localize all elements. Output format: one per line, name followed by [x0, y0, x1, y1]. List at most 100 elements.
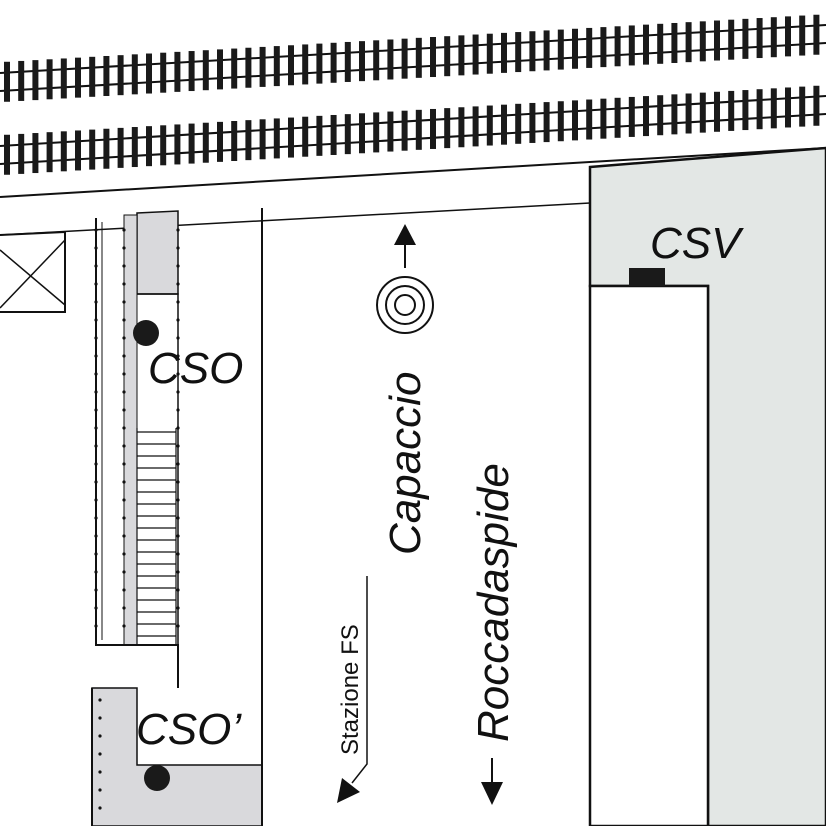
track-sleeper [671, 94, 678, 135]
track-sleeper [614, 97, 621, 138]
track-sleeper [515, 32, 522, 73]
track-sleeper [728, 19, 735, 60]
track-sleeper [486, 33, 493, 74]
track-sleeper [273, 46, 280, 87]
track-sleeper [472, 34, 479, 75]
track-sleeper [444, 36, 451, 77]
track-sleeper [742, 90, 749, 131]
track-sleeper [75, 130, 81, 171]
track-sleeper [302, 44, 309, 85]
track-sleeper [401, 110, 408, 151]
track-sleeper [245, 120, 252, 161]
track-sleeper [259, 119, 266, 160]
track-sleeper [415, 109, 422, 150]
track-sleeper [430, 37, 436, 78]
track-sleeper [671, 22, 678, 63]
staircase [136, 428, 177, 645]
railway-track-upper [0, 14, 826, 102]
track-sleeper [699, 21, 706, 62]
track-sleeper [160, 125, 167, 166]
track-sleeper [46, 59, 53, 100]
track-sleeper [330, 114, 337, 155]
track-sleeper [742, 18, 749, 59]
cso-marker [133, 320, 159, 346]
track-sleeper [131, 54, 138, 95]
track-sleeper [628, 25, 635, 66]
track-sleeper [316, 115, 323, 156]
csv-marker [629, 268, 665, 286]
track-sleeper [174, 124, 181, 165]
track-sleeper [586, 27, 593, 68]
track-sleeper [472, 106, 479, 147]
track-sleeper [756, 89, 763, 130]
track-sleeper [699, 92, 706, 133]
track-sleeper [75, 57, 81, 98]
track-sleeper [202, 122, 209, 163]
csv-building [588, 146, 826, 826]
track-sleeper [146, 53, 152, 94]
track-sleeper [543, 102, 550, 143]
track-sleeper [344, 114, 351, 155]
track-sleeper [501, 104, 507, 145]
track-sleeper [302, 116, 309, 157]
track-sleeper [32, 60, 39, 101]
track-sleeper [89, 56, 96, 97]
stazione-fs-label: Stazione FS [337, 624, 364, 755]
track-sleeper [756, 18, 763, 59]
track-sleeper [288, 117, 294, 158]
capaccio-label: Capaccio [381, 372, 430, 555]
track-sleeper [18, 133, 25, 174]
track-sleeper [614, 26, 621, 67]
csv-label: CSV [650, 219, 744, 268]
track-sleeper [430, 108, 436, 149]
track-sleeper [458, 35, 465, 76]
track-sleeper [316, 43, 323, 84]
track-sleeper [245, 47, 252, 88]
track-sleeper [288, 45, 294, 86]
track-sleeper [458, 107, 465, 148]
track-sleeper [4, 61, 10, 102]
track-sleeper [387, 111, 394, 152]
track-sleeper [572, 100, 578, 141]
track-sleeper [188, 123, 195, 164]
track-sleeper [231, 48, 238, 89]
track-sleeper [643, 96, 649, 137]
track-sleeper [714, 20, 720, 61]
track-sleeper [373, 112, 380, 153]
track-sleeper [685, 22, 692, 63]
track-sleeper [714, 91, 720, 132]
track-sleeper [586, 99, 593, 140]
cso-prime-label: CSO’ [136, 705, 242, 754]
track-sleeper [600, 98, 607, 139]
track-sleeper [103, 128, 110, 169]
track-sleeper [32, 133, 39, 174]
track-sleeper [501, 32, 507, 73]
track-sleeper [770, 17, 777, 58]
concentric-circles-icon [376, 276, 434, 334]
platform-edge-line [0, 202, 591, 236]
track-sleeper [557, 101, 564, 142]
arrow-up-capaccio-icon [394, 224, 416, 268]
crossed-building [0, 230, 66, 313]
track-sleeper [202, 50, 209, 91]
track-sleeper [529, 31, 536, 72]
track-sleeper [273, 118, 280, 159]
track-sleeper [557, 29, 564, 70]
track-sleeper [117, 55, 124, 96]
track-sleeper [330, 42, 337, 83]
track-sleeper [728, 90, 735, 131]
track-sleeper [415, 37, 422, 78]
track-sleeper [785, 16, 791, 57]
track-sleeper [770, 88, 777, 129]
cso-label: CSO [148, 344, 243, 393]
track-sleeper [657, 23, 664, 64]
railway-track-lower [0, 85, 826, 175]
track-sleeper [515, 103, 522, 144]
track-sleeper [685, 93, 692, 134]
track-sleeper [344, 41, 351, 82]
track-sleeper [529, 102, 536, 143]
track-sleeper [60, 131, 67, 172]
track-sleeper [131, 127, 138, 168]
track-sleeper [146, 126, 152, 167]
